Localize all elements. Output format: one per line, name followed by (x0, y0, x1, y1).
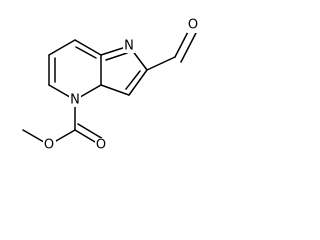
bond-carbonyl-o-inner (77, 123, 104, 140)
label-n-bridgehead: N (70, 93, 80, 108)
bond-c2-c3-inner (125, 70, 141, 90)
molecule-structure: N N O O O (22, 18, 200, 153)
bond-c7-c8-inner (75, 46, 97, 59)
bond-c8a-n1-inner (105, 52, 128, 61)
bond-c7-c8 (74, 39, 102, 56)
label-o-aldehyde: O (188, 18, 198, 33)
bond-c6-c7 (48, 39, 76, 56)
methyl-ester-group (22, 99, 104, 146)
bond-c2-cho (146, 56, 176, 71)
bond-c3-n4 (100, 84, 130, 96)
pyridine-ring (48, 39, 102, 101)
bond-c2-c3 (128, 69, 148, 96)
atom-n-imidazole: N (123, 39, 135, 54)
atom-n-bridgehead: N (69, 93, 81, 108)
atom-o-ester: O (43, 138, 56, 153)
label-n-imidazole: N (124, 39, 134, 54)
atom-o-carbonyl: O (95, 138, 108, 153)
atom-o-aldehyde: O (187, 18, 200, 33)
label-o-carbonyl: O (96, 138, 106, 153)
imidazole-ring (100, 45, 148, 96)
label-o-ester: O (44, 138, 54, 153)
bond-cho-o-inner (180, 30, 198, 63)
